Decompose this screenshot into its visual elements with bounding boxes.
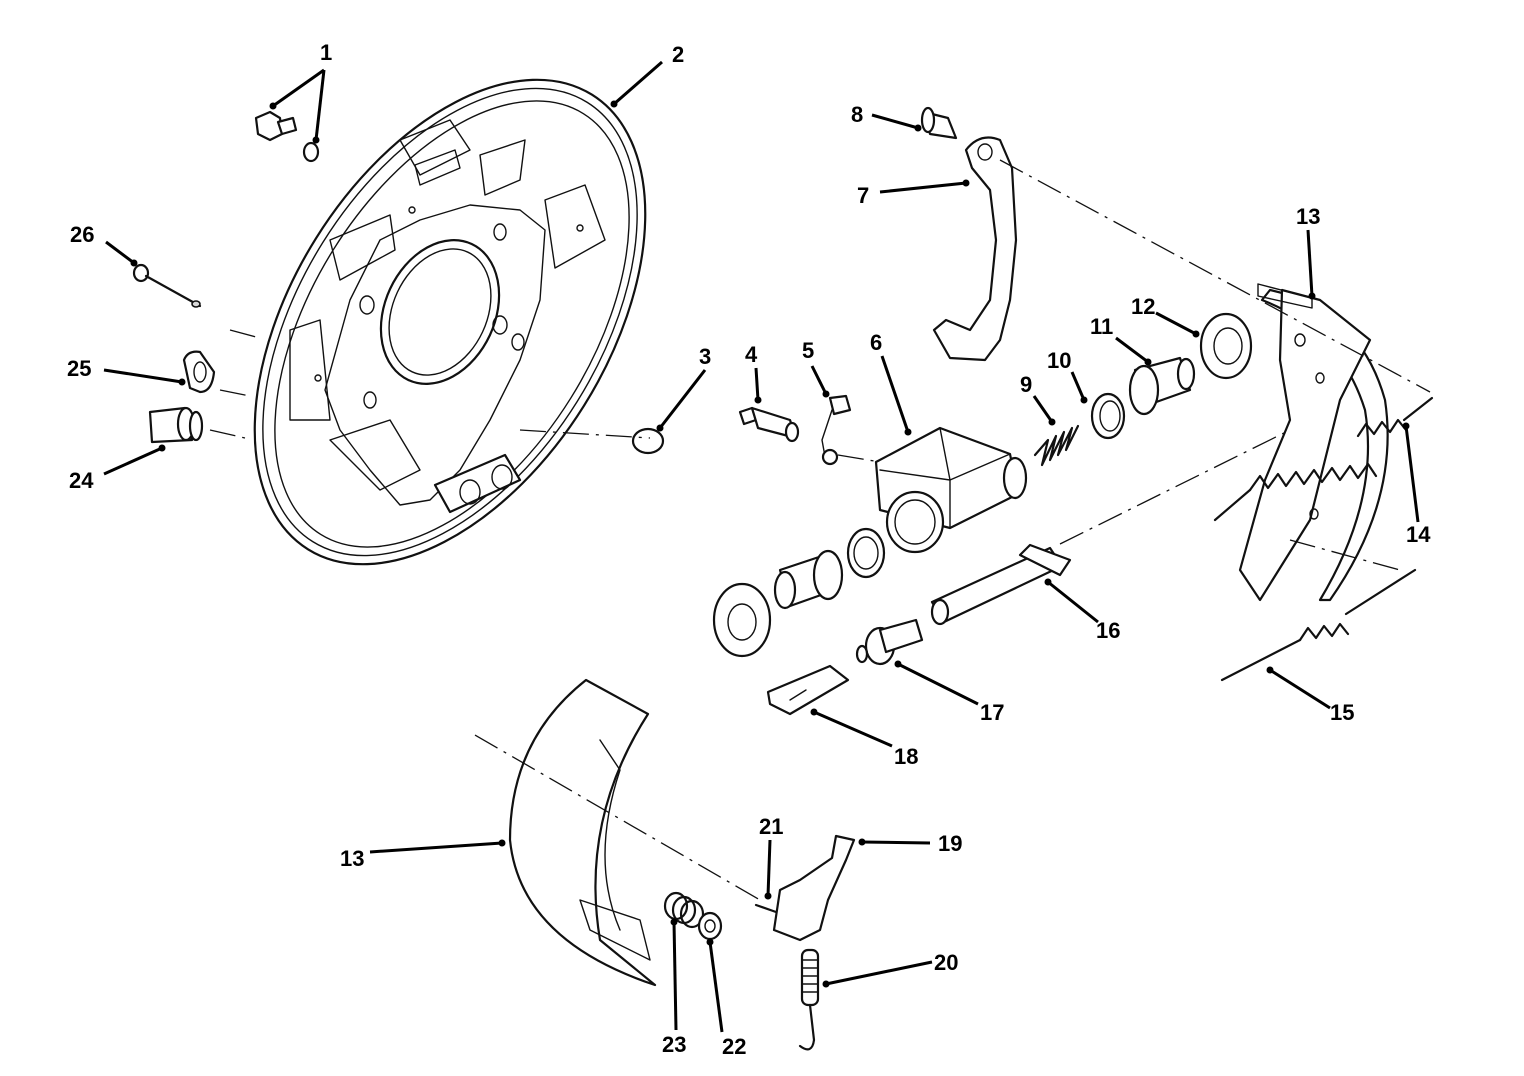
callout-17: 17	[980, 700, 1004, 725]
callout-16: 16	[1096, 618, 1120, 643]
callout-24: 24	[69, 468, 94, 493]
callout-26: 26	[70, 222, 94, 247]
wheel-cylinder	[874, 426, 1028, 554]
bleeder-cap	[821, 394, 852, 466]
hole-plug	[182, 350, 216, 394]
callout-20: 20	[934, 950, 958, 975]
callout-23: 23	[662, 1032, 686, 1057]
callout-13-top: 13	[1296, 204, 1320, 229]
callout-19: 19	[938, 831, 962, 856]
callout-12: 12	[1131, 294, 1155, 319]
bleeder-pin	[132, 263, 202, 308]
callout-leaders	[103, 60, 1420, 1033]
piston-cup	[1090, 392, 1126, 440]
callout-4: 4	[745, 342, 758, 367]
bolt-and-lockwasher	[254, 110, 320, 163]
callout-9: 9	[1020, 372, 1032, 397]
callout-14: 14	[1406, 522, 1431, 547]
cylinder-spring	[1033, 424, 1080, 467]
brake-shoe-left	[508, 678, 657, 987]
grommet	[148, 406, 204, 444]
adjuster-screw	[855, 618, 924, 666]
callout-15: 15	[1330, 700, 1354, 725]
callout-25: 25	[67, 356, 91, 381]
assembly-centerlines	[209, 159, 1431, 901]
callout-8: 8	[851, 102, 863, 127]
adjuster-spring-and-washer	[663, 891, 723, 941]
callout-11: 11	[1090, 314, 1113, 339]
callout-5: 5	[802, 338, 814, 363]
callout-22: 22	[722, 1034, 746, 1059]
backing-plate	[253, 78, 647, 566]
callout-6: 6	[870, 330, 882, 355]
callout-18: 18	[894, 744, 918, 769]
callout-3: 3	[699, 344, 711, 369]
bleeder-valve	[738, 406, 800, 443]
brake-shoe-right	[1238, 283, 1389, 602]
piston	[1128, 356, 1196, 416]
callout-2: 2	[672, 42, 684, 67]
return-springs	[1213, 396, 1434, 682]
opposite-piston-set	[712, 527, 886, 658]
callout-1: 1	[320, 40, 332, 65]
callout-13-bottom: 13	[340, 846, 364, 871]
adjuster-spring	[798, 948, 820, 1051]
callout-labels: 1 2 3 4 5 6 7 8 9 10 11 12 13 13 14 15 1…	[67, 40, 1431, 1059]
parking-brake-lever	[932, 136, 1018, 362]
dust-cap	[631, 427, 665, 455]
pivot-nut	[766, 664, 850, 716]
adjuster-socket	[930, 543, 1072, 626]
adjuster-lever-and-link	[754, 834, 856, 942]
callout-10: 10	[1047, 348, 1071, 373]
dust-boot	[1199, 312, 1253, 380]
callout-7: 7	[857, 183, 869, 208]
callout-21: 21	[759, 814, 783, 839]
lever-pin	[920, 106, 958, 140]
